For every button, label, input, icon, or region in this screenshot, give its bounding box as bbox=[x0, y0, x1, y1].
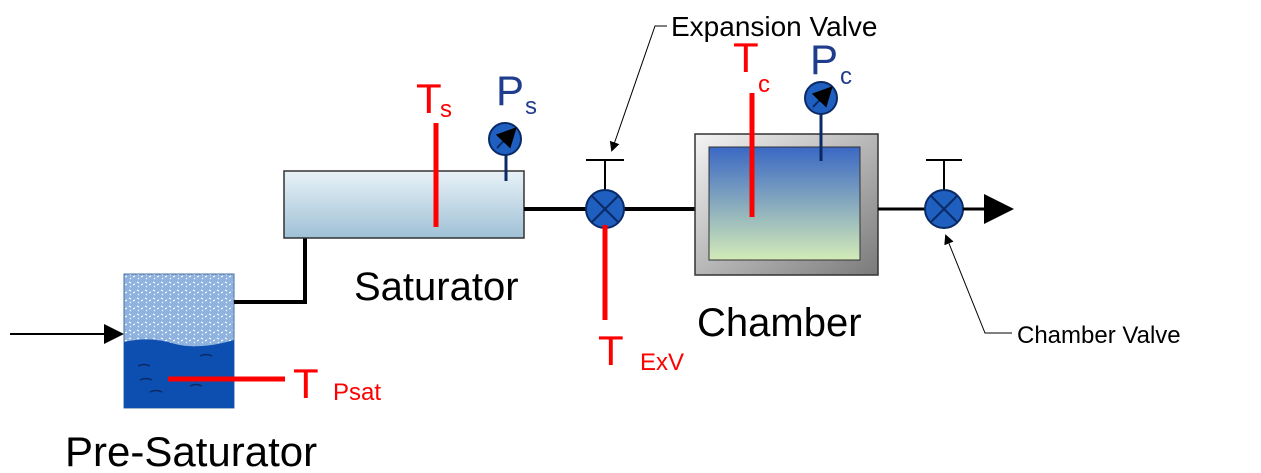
svg-text:P: P bbox=[810, 36, 838, 83]
p-s-gauge bbox=[488, 122, 522, 181]
chamber-vessel bbox=[694, 133, 879, 276]
saturator-vessel bbox=[283, 170, 525, 239]
chamber-label: Chamber bbox=[697, 301, 862, 345]
svg-text:c: c bbox=[840, 63, 852, 90]
svg-text:T: T bbox=[416, 75, 442, 122]
svg-text:s: s bbox=[440, 96, 452, 123]
t-psat-label: T Psat bbox=[293, 360, 381, 407]
svg-text:ExV: ExV bbox=[640, 349, 684, 376]
svg-text:T: T bbox=[733, 34, 759, 81]
p-s-label: P s bbox=[496, 67, 537, 120]
pre-saturator-tank bbox=[123, 273, 235, 409]
svg-text:c: c bbox=[758, 71, 770, 98]
chamber-valve-label: Chamber Valve bbox=[1017, 322, 1181, 349]
expansion-valve bbox=[585, 159, 625, 229]
pipe-presat-to-saturator bbox=[234, 238, 307, 304]
chamber-valve-callout bbox=[944, 234, 1012, 334]
expansion-valve-label: Expansion Valve bbox=[671, 11, 878, 42]
svg-text:s: s bbox=[525, 93, 537, 120]
expansion-valve-callout bbox=[609, 25, 667, 152]
p-c-gauge bbox=[804, 81, 838, 161]
t-exv-label: T ExV bbox=[598, 327, 684, 376]
svg-text:T: T bbox=[598, 327, 624, 374]
chamber-valve bbox=[924, 159, 964, 229]
t-s-label: T s bbox=[416, 75, 452, 123]
pre-saturator-label: Pre-Saturator bbox=[65, 428, 317, 473]
p-c-label: P c bbox=[810, 36, 852, 90]
svg-text:T: T bbox=[293, 360, 319, 407]
saturator-label: Saturator bbox=[354, 265, 519, 309]
t-c-label: T c bbox=[733, 34, 770, 98]
svg-text:Psat: Psat bbox=[333, 379, 381, 406]
svg-text:P: P bbox=[496, 67, 524, 114]
